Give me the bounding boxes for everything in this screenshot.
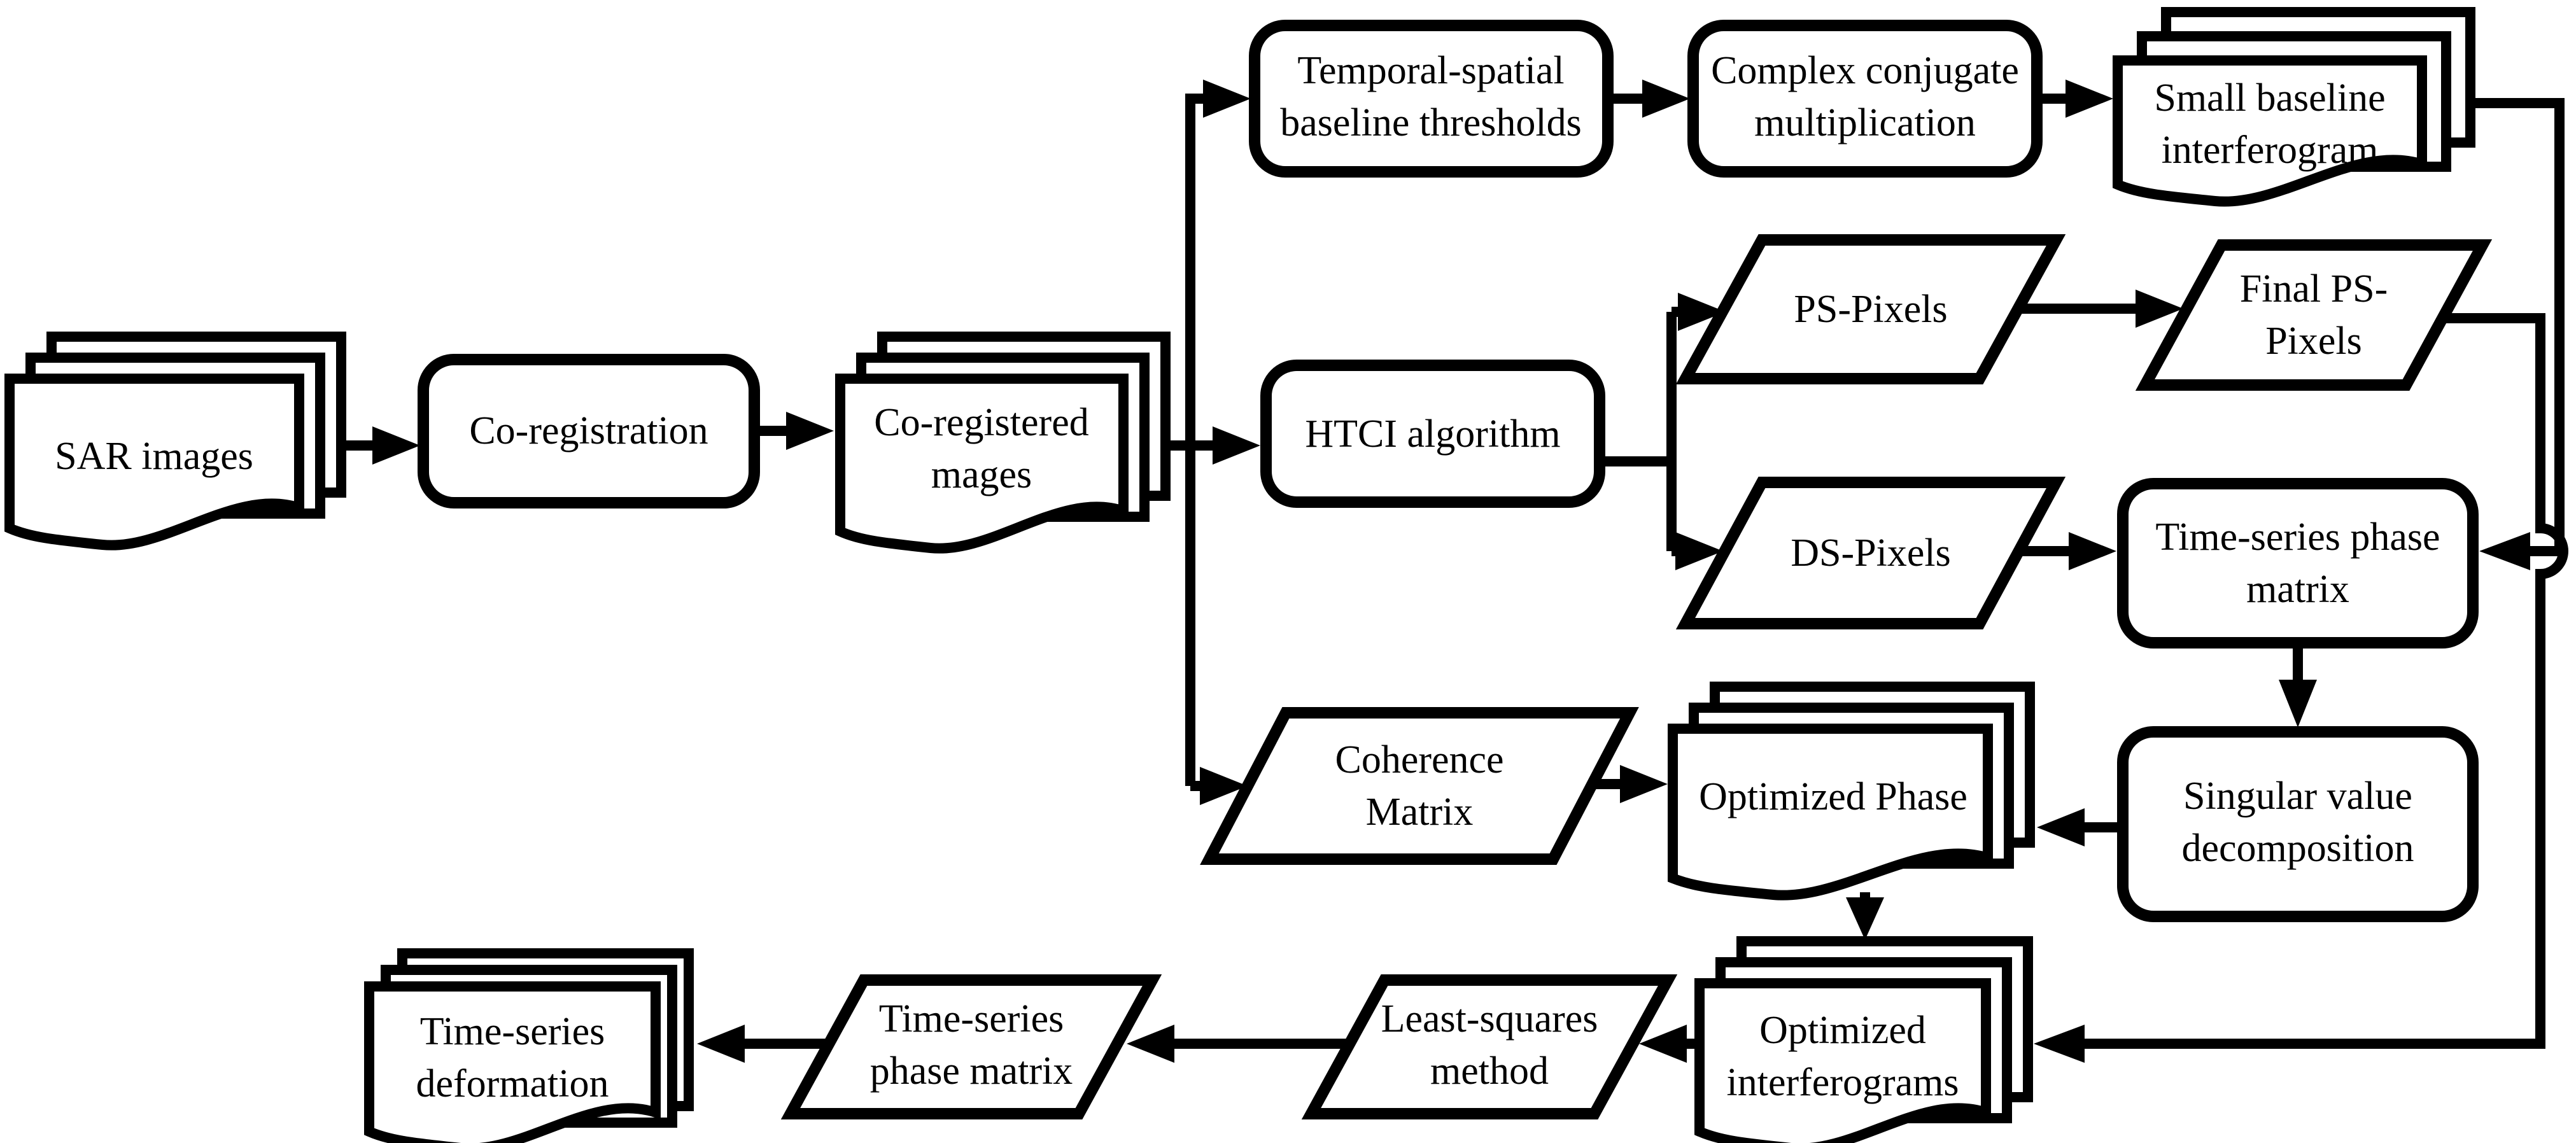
time-series-deformation-label: Time-series deformation (416, 1010, 609, 1105)
ds-pixels-parallelogram (1675, 477, 2066, 629)
arrowhead-optinterferograms-leastsquares (1639, 1025, 1687, 1063)
htci-algorithm-label: HTCI algorithm (1305, 412, 1561, 456)
complex-conjugate-label: Complex conjugate multiplication (1711, 49, 2019, 144)
sar-images-front-page (4, 374, 304, 550)
co-registered-label: Co-registered mages (874, 401, 1089, 496)
coherence-matrix-label: Coherence Matrix (1335, 738, 1504, 834)
arrowhead-trunk-htci (1213, 426, 1260, 465)
edge-smallbaseline-tsmatrix (2470, 98, 2565, 556)
connector-lines (341, 94, 2568, 1049)
time-series-phase-matrix-2-label: Time-series phase matrix (869, 997, 1073, 1093)
ds-pixels-label: DS-Pixels (1791, 531, 1951, 575)
arrowhead-ds-tsmatrix (2069, 532, 2116, 570)
least-squares-label: Least-squares method (1381, 997, 1598, 1093)
time-series-phase-matrix-box (2117, 478, 2479, 649)
singular-value-decomposition-box (2117, 726, 2479, 922)
arrowhead-complex-smallbaseline (2066, 80, 2113, 118)
time-series-phase-matrix-label: Time-series phase matrix (2155, 515, 2440, 611)
optimized-phase-front-page (1668, 724, 1993, 901)
arrowhead-tsmatrix-svd (2279, 680, 2317, 727)
final-ps-pixels-label: Final PS- Pixels (2239, 267, 2388, 363)
arrowhead-svd-optphase (2037, 808, 2085, 846)
arrowhead-finalps-optinterferograms (2034, 1025, 2085, 1063)
ps-pixels-label: PS-Pixels (1794, 288, 1948, 331)
arrowhead-trunk-temporal (1203, 80, 1251, 118)
optimized-phase-stack (1668, 682, 2035, 901)
optimized-interferograms-front-page (1694, 978, 1991, 1143)
arrowhead-tspm-tsdeformation (697, 1025, 745, 1063)
edge-trunk-branches (1165, 94, 1213, 791)
arrowheads (372, 80, 2530, 1063)
arrowhead-optphase-optinterferograms (1846, 897, 1884, 940)
small-baseline-stack (2113, 7, 2475, 207)
arrowhead-ps-finalps (2136, 290, 2183, 328)
optimized-interferograms-stack (1694, 936, 2033, 1143)
arrowhead-smallbaseline-tsmatrix (2479, 532, 2530, 570)
time-series-phase-matrix-2-parallelogram (780, 974, 1162, 1119)
complex-conjugate-box (1687, 20, 2043, 178)
temporal-spatial-label: Temporal-spatial baseline thresholds (1280, 49, 1582, 144)
time-series-deformation-stack (364, 948, 694, 1143)
final-ps-pixels-parallelogram (2135, 239, 2493, 391)
co-registration-box (418, 354, 760, 508)
small-baseline-front-page (2113, 55, 2427, 207)
sar-images-label: SAR images (55, 435, 253, 478)
arrowhead-coherence-optphase (1620, 765, 1668, 803)
optimized-interferograms-label: Optimized interferograms (1726, 1009, 1959, 1104)
time-series-deformation-front-page (364, 981, 661, 1143)
co-registered-front-page (835, 374, 1129, 554)
edge-htci-split (1600, 307, 1678, 556)
small-baseline-label: Small baseline interferogram (2154, 76, 2386, 172)
arrowhead-htci-ps (1678, 293, 1726, 331)
ps-pixels-parallelogram (1675, 234, 2066, 384)
singular-value-decomposition-label: Singular value decomposition (2181, 775, 2414, 870)
arrowhead-sar-coregistration (372, 426, 420, 465)
arrowhead-leastsquares-tspm (1127, 1025, 1174, 1063)
co-registered-stack (835, 332, 1171, 554)
temporal-spatial-box (1249, 20, 1614, 178)
optimized-phase-label: Optimized Phase (1699, 775, 1967, 818)
edge-finalps-optinterferograms (2085, 313, 2568, 1049)
arrowhead-temporal-complex (1642, 80, 1690, 118)
arrowhead-trunk-coherence (1200, 767, 1248, 805)
coherence-matrix-parallelogram (1200, 707, 1639, 865)
htci-algorithm-box (1260, 360, 1605, 508)
arrowhead-coregistration-coregistered (786, 412, 834, 450)
sar-images-stack (4, 332, 346, 550)
least-squares-parallelogram (1301, 974, 1678, 1119)
co-registration-label: Co-registration (469, 409, 708, 452)
arrowhead-htci-ds (1675, 532, 1723, 570)
